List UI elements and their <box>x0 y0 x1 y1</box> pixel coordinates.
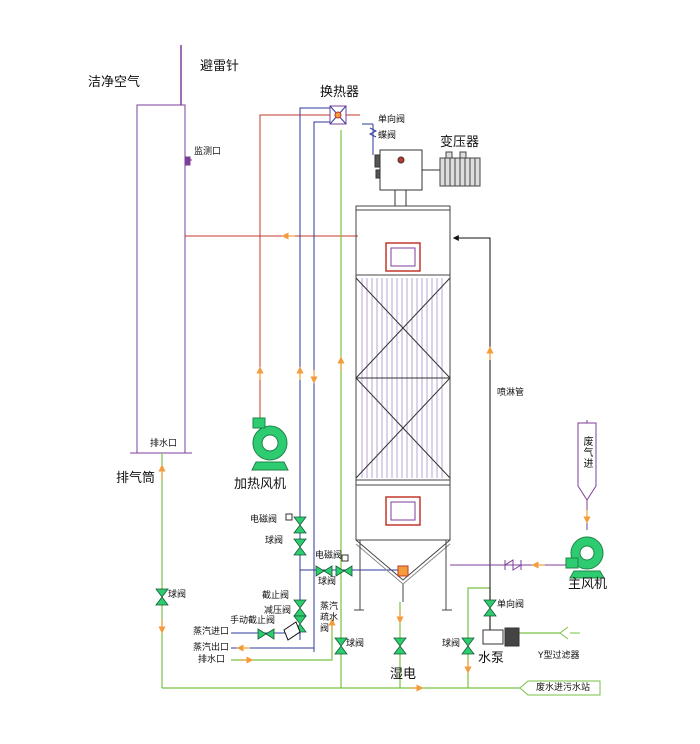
ball-valve-bottom1-label: 球阀 <box>346 639 365 649</box>
check-valve-duct <box>504 559 522 571</box>
water-pump-label: 水泵 <box>478 651 505 666</box>
ball-valve-1-label: 球阀 <box>265 536 284 546</box>
heat-exchanger <box>329 105 347 125</box>
stop-valve-label: 截止阀 <box>262 591 290 601</box>
spray-pipe-label: 喷淋管 <box>497 388 525 398</box>
waste-gas-inlet-label: 废气进 <box>581 436 592 469</box>
butterfly-valve-label: 蝶阀 <box>378 131 397 141</box>
drain-port-stack-label: 排水口 <box>150 439 178 449</box>
solenoid-valve-1-label: 电磁阀 <box>250 515 278 525</box>
spray-pipe <box>452 235 491 630</box>
check-valve-top-label: 单向阀 <box>378 115 406 125</box>
clean-air-label: 洁净空气 <box>88 75 141 90</box>
flow-arrows <box>158 232 591 692</box>
hot-air-pipes <box>185 114 360 420</box>
ball-valve-bottom2-label: 球阀 <box>442 639 461 649</box>
main-fan-duct <box>450 420 588 566</box>
check-valve-top <box>368 127 378 138</box>
exhaust-stack <box>130 45 192 454</box>
main-fan-label: 主风机 <box>568 577 608 592</box>
steam-pipes <box>231 107 400 652</box>
drain-port-bottom-label: 排水口 <box>198 655 226 665</box>
water-pump-icon <box>482 627 520 647</box>
solenoid-valve-2-label: 电磁阀 <box>315 551 343 561</box>
waste-gas-inlet-box <box>577 422 597 501</box>
lightning-rod-label: 避雷针 <box>200 59 240 74</box>
heat-exchanger-label: 换热器 <box>320 85 360 100</box>
steam-trap-label: 蒸汽疏水阀 <box>320 602 339 634</box>
check-valve-bottom-label: 单向阀 <box>497 600 525 610</box>
wastewater-outlet-label: 废水进污水站 <box>536 683 591 693</box>
manual-stop-valve-icon <box>283 621 301 641</box>
monitoring-port-label: 监测口 <box>194 147 222 157</box>
transformer-label: 变压器 <box>440 135 480 150</box>
manual-stop-valve-label: 手动截止阀 <box>230 616 276 626</box>
wet-electric-label: 湿电 <box>390 667 417 682</box>
heating-fan-icon <box>251 417 289 471</box>
transformer-icon <box>439 151 481 187</box>
pressure-reducing-valve-label: 减压阀 <box>264 606 292 616</box>
wet-esp-tower <box>354 205 452 611</box>
exhaust-stack-label: 排气筒 <box>116 471 156 486</box>
y-filter-icon <box>559 626 580 640</box>
main-fan-icon <box>565 536 605 579</box>
ball-valve-stack-label: 球阀 <box>168 590 187 600</box>
steam-inlet-label: 蒸汽进口 <box>193 627 230 637</box>
wastewater-outlet-box <box>519 680 601 696</box>
solenoid-boxes <box>285 513 349 562</box>
steam-outlet-label: 蒸汽出口 <box>193 643 230 653</box>
transformer-box <box>374 149 440 206</box>
tower-cross-bracing <box>355 277 451 479</box>
ball-valve-2-label: 球阀 <box>318 577 337 587</box>
heating-fan-label: 加热风机 <box>234 477 287 492</box>
y-filter-label: Y型过滤器 <box>538 651 580 661</box>
